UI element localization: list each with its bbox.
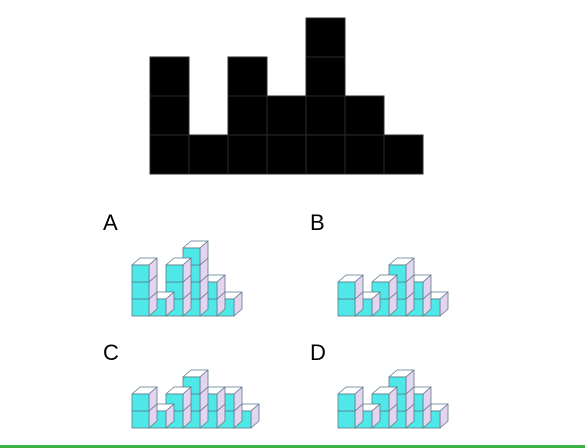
target-cell	[344, 134, 385, 175]
cube-front-face	[131, 298, 150, 317]
option-a-label: A	[103, 210, 118, 235]
option-c-label: C	[103, 340, 119, 365]
option-d-label: D	[310, 340, 326, 365]
target-cell	[305, 134, 346, 175]
target-cell	[383, 134, 424, 175]
target-cell	[305, 95, 346, 136]
option-b-figure[interactable]	[337, 257, 449, 317]
target-cell	[227, 95, 268, 136]
target-cell	[305, 56, 346, 97]
target-cell	[344, 95, 385, 136]
target-cell	[305, 17, 346, 58]
cube-front-face	[337, 410, 356, 429]
target-cell	[149, 56, 190, 97]
target-silhouette	[149, 17, 424, 175]
target-cell	[188, 134, 229, 175]
cube-front-face	[337, 298, 356, 317]
cube-front-face	[337, 281, 356, 300]
cube-front-face	[131, 393, 150, 412]
option-c-figure[interactable]	[131, 369, 260, 429]
bottom-border	[0, 445, 585, 448]
cube-front-face	[131, 264, 150, 283]
target-cell	[149, 134, 190, 175]
option-b-label: B	[310, 210, 325, 235]
cube-front-face	[165, 264, 184, 283]
target-cell	[227, 56, 268, 97]
cube-front-face	[337, 393, 356, 412]
option-d-figure[interactable]	[337, 369, 449, 429]
option-a-figure[interactable]	[131, 240, 243, 317]
target-cell	[149, 95, 190, 136]
cube-front-face	[131, 281, 150, 300]
target-cell	[266, 134, 307, 175]
target-cell	[266, 95, 307, 136]
target-cell	[227, 134, 268, 175]
cube-front-face	[131, 410, 150, 429]
